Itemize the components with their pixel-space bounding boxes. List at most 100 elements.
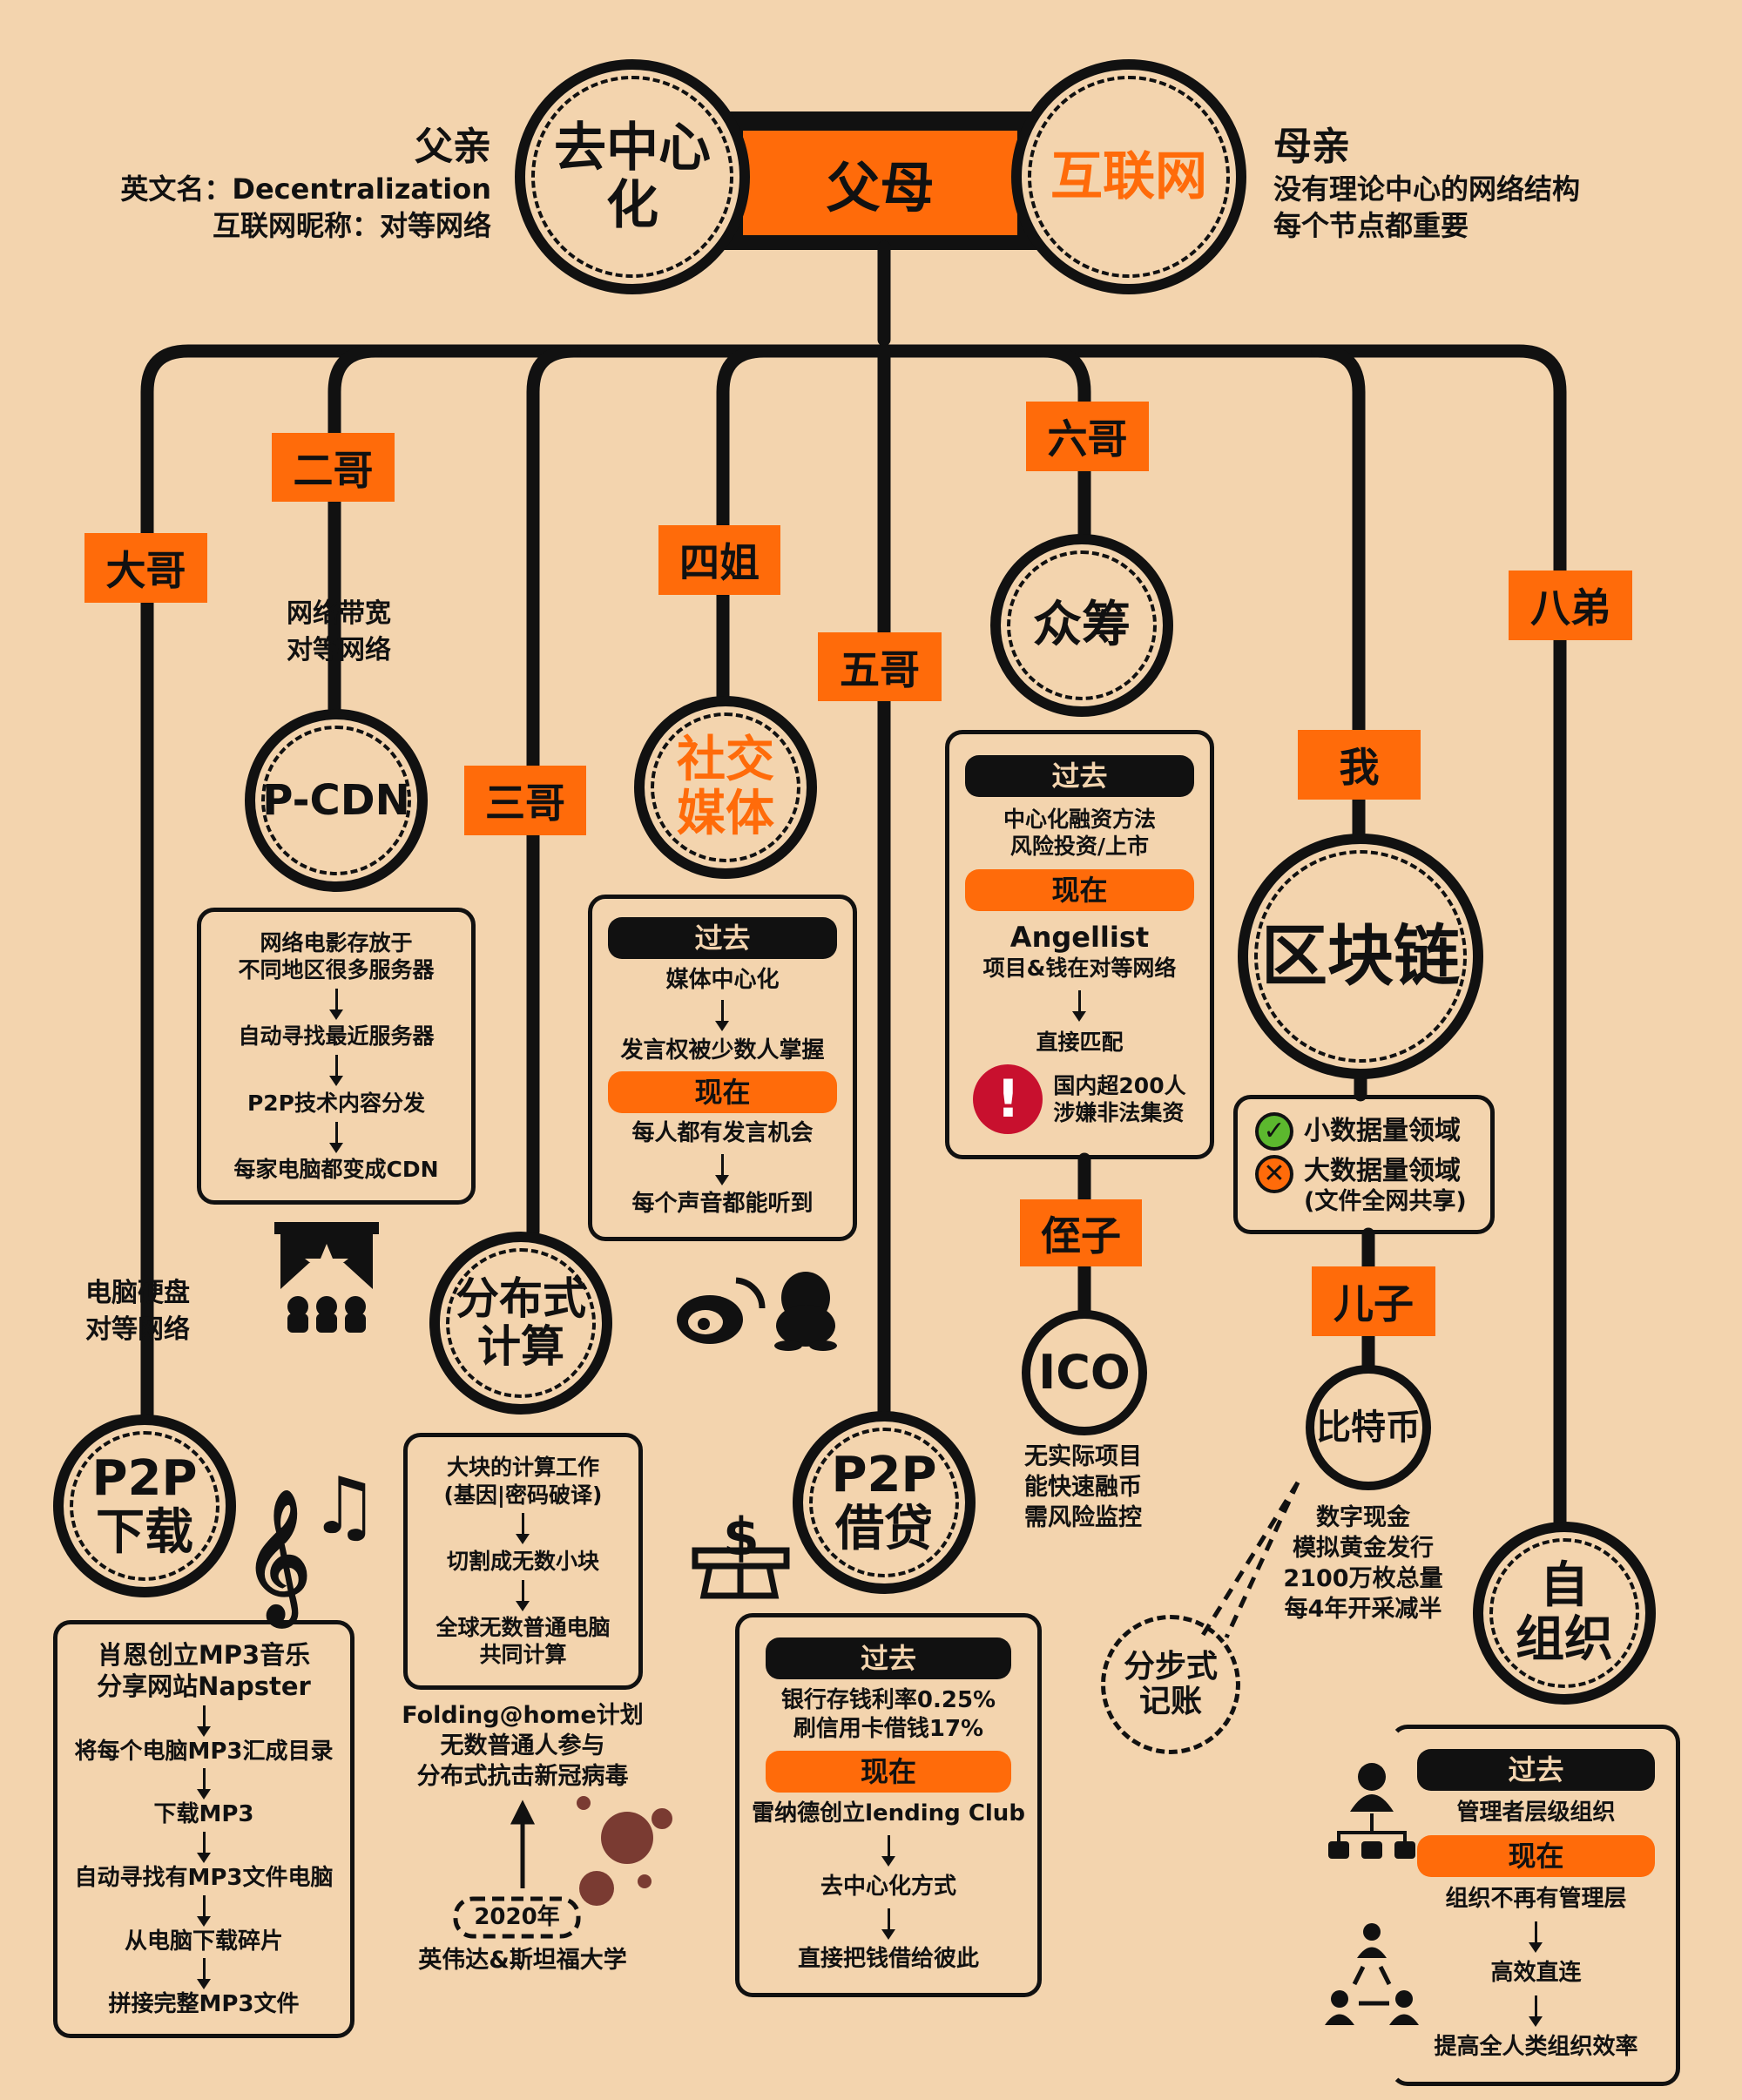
now-pill: 现在 (965, 868, 1194, 911)
now-pill: 现在 (608, 1070, 837, 1113)
step-text: 每个声音都能听到 (631, 1191, 814, 1218)
social-media-circle: 社交媒体 (634, 696, 817, 879)
down-arrow-icon (881, 1908, 895, 1940)
down-arrow-icon (1072, 989, 1086, 1022)
bitcoin-label: 比特币 (1316, 1408, 1421, 1448)
mother-desc-2: 每个节点都重要 (1273, 208, 1469, 242)
p2p-lending-label-2: 借贷 (835, 1501, 933, 1557)
bitcoin-desc-line: 模拟黄金发行 (1293, 1535, 1434, 1563)
bitcoin-desc-line: 数字现金 (1316, 1504, 1410, 1531)
ico-desc-line: 能快速融币 (1024, 1474, 1142, 1502)
down-arrow-icon (328, 988, 343, 1020)
distributed-label-2: 计算 (477, 1321, 564, 1372)
social-media-box: 过去 媒体中心化 发言权被少数人掌握 现在 每人都有发言机会 每个声音都能听到 (588, 895, 857, 1241)
bad-note: (文件全网共享) (1304, 1188, 1467, 1216)
down-arrow-icon (196, 1894, 211, 1927)
down-arrow-icon (196, 1958, 211, 1990)
mother-info: 母亲 没有理论中心的网络结构 每个节点都重要 (1273, 122, 1580, 244)
tag-wuge: 五哥 (818, 632, 942, 701)
hierarchy-org-icon (1328, 1763, 1415, 1859)
step-line: 分享网站Napster (97, 1671, 311, 1702)
step-line: 银行存钱利率0.25% (780, 1687, 996, 1713)
theater-icon (274, 1222, 379, 1333)
folding-at-home-note: Folding@home计划无数普通人参与分布式抗击新冠病毒 (383, 1700, 662, 1792)
father-nickname: 互联网昵称：对等网络 (212, 208, 491, 242)
social-media-label-2: 媒体 (677, 786, 774, 842)
crowdfunding-circle: 众筹 (990, 534, 1173, 717)
p2p-lending-label-1: P2P (831, 1447, 937, 1504)
music-note-icon: ♫ (309, 1461, 380, 1552)
step-line: 不同地区很多服务器 (238, 956, 435, 982)
internet-circle: 互联网 (1011, 59, 1246, 294)
erge-note: 网络带宽对等网络 (252, 596, 426, 669)
step-text: 大块的计算工作(基因|密码破译) (444, 1454, 603, 1509)
bitcoin-circle: 比特币 (1306, 1365, 1431, 1490)
tag-erge: 二哥 (272, 433, 395, 502)
svg-text:𝄞: 𝄞 (244, 1489, 311, 1630)
down-arrow-icon (1529, 1995, 1543, 2028)
mother-desc-1: 没有理论中心的网络结构 (1273, 172, 1581, 206)
step-line: 大块的计算工作 (446, 1455, 599, 1481)
step-text: 全球无数普通电脑共同计算 (436, 1614, 610, 1669)
year-label: 2020年 (474, 1904, 560, 1930)
past-pill: 过去 (1417, 1749, 1655, 1792)
p2p-download-box: 肖恩创立MP3音乐分享网站Napster 将每个电脑MP3汇成目录 下载MP3 … (53, 1620, 354, 2038)
p2p-download-label-2: 下载 (96, 1504, 193, 1561)
ico-circle: ICO (1022, 1310, 1147, 1435)
tag-sijie: 四姐 (658, 525, 780, 595)
step-line: 刷信用卡借钱17% (793, 1715, 984, 1742)
down-arrow-icon (1529, 1921, 1543, 1954)
now-pill: 现在 (1417, 1835, 1655, 1878)
tag-me: 我 (1298, 730, 1421, 800)
decentralization-label: 去中心化 (554, 118, 711, 236)
step-line: 肖恩创立MP3音乐 (97, 1640, 311, 1671)
p-cdn-label: P-CDN (262, 775, 410, 825)
step-text: 组织不再有管理层 (1445, 1886, 1627, 1913)
p2p-download-label-1: P2P (91, 1450, 198, 1508)
folding-line: 无数普通人参与 (440, 1732, 605, 1760)
bad-label: 大数据量领域 (1304, 1155, 1461, 1186)
cross-icon: ✕ (1255, 1154, 1293, 1193)
warning-row: ! 国内超200人涉嫌非法集资 (973, 1064, 1186, 1134)
virus-icon (577, 1796, 672, 1906)
step-text: 每家电脑都变成CDN (233, 1157, 439, 1183)
step-line: 共同计算 (479, 1642, 567, 1668)
down-arrow-icon (881, 1835, 895, 1867)
exclamation-icon: ! (973, 1064, 1043, 1134)
step-text: 银行存钱利率0.25%刷信用卡借钱17% (781, 1686, 996, 1743)
down-arrow-icon (516, 1513, 530, 1545)
warning-line: 国内超200人 (1053, 1072, 1186, 1098)
ico-label: ICO (1038, 1345, 1131, 1401)
step-text: P2P技术内容分发 (246, 1090, 426, 1116)
step-line: 项目&钱在对等网络 (982, 955, 1177, 981)
step-text: 网络电影存放于不同地区很多服务器 (238, 929, 434, 984)
dage-note-line: 对等网络 (85, 1314, 190, 1345)
step-text: 切割成无数小块 (446, 1548, 599, 1574)
folding-line: 分布式抗击新冠病毒 (416, 1763, 629, 1791)
step-text: 管理者层级组织 (1456, 1800, 1616, 1827)
self-org-label-1: 自 (1540, 1557, 1589, 1615)
ledger-label-2: 记账 (1138, 1684, 1202, 1719)
up-arrow (510, 1800, 536, 1888)
step-text: 自动寻找最近服务器 (238, 1023, 435, 1050)
angellist-title: Angellist (1009, 920, 1150, 954)
bad-row: ✕ 大数据量领域(文件全网共享) (1255, 1154, 1467, 1217)
step-text: 高效直连 (1490, 1960, 1582, 1987)
past-pill: 过去 (965, 755, 1194, 797)
ico-description: 无实际项目能快速融币需风险监控 (1024, 1442, 1142, 1533)
tag-son: 儿子 (1312, 1266, 1435, 1336)
down-arrow-icon (516, 1579, 530, 1611)
qq-penguin-icon (774, 1272, 837, 1351)
step-line: 全球无数普通电脑 (436, 1615, 611, 1641)
ledger-label-1: 分步式 (1123, 1649, 1218, 1685)
p2p-lending-box: 过去 银行存钱利率0.25%刷信用卡借钱17% 现在 雷纳德创立lending … (735, 1613, 1042, 1997)
tag-dage: 大哥 (84, 533, 207, 603)
ico-desc-line: 无实际项目 (1024, 1443, 1142, 1470)
dage-note: 电脑硬盘对等网络 (51, 1275, 225, 1348)
crowdfunding-label: 众筹 (1033, 597, 1131, 654)
